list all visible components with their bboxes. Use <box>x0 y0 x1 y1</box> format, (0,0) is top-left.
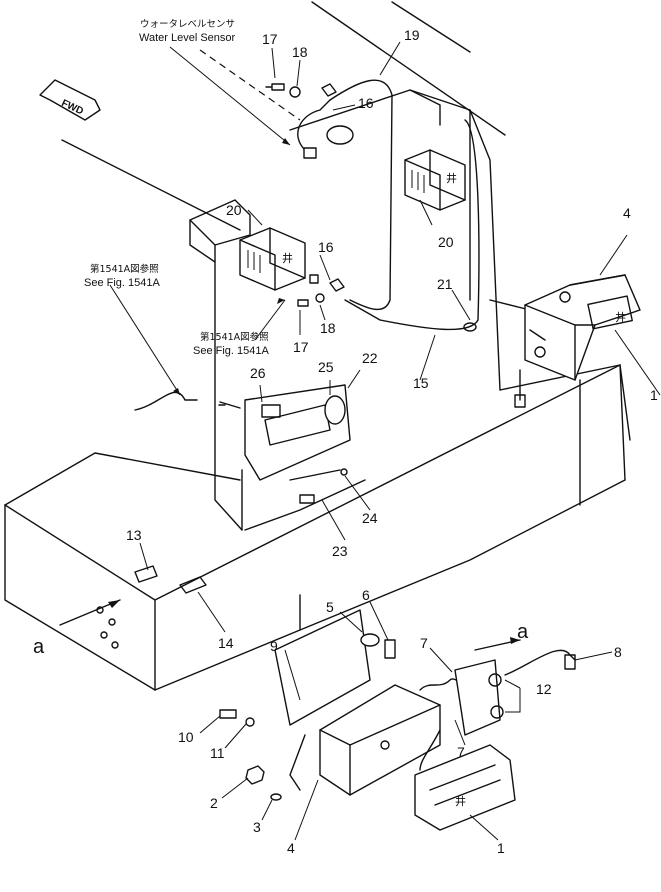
callout-1: 1 <box>497 840 505 856</box>
svg-text:井: 井 <box>446 171 457 185</box>
callout-8: 8 <box>614 644 622 660</box>
svg-text:井: 井 <box>282 251 293 265</box>
fwd-arrow: FWD <box>39 79 101 121</box>
grommet-26 <box>261 404 281 418</box>
harness-15 <box>344 119 480 331</box>
callout-13: 13 <box>126 527 142 543</box>
water-sensor-label-en: Water Level Sensor <box>139 32 236 44</box>
callout-14: 14 <box>218 635 234 651</box>
callout-4: 4 <box>287 840 295 856</box>
wing-bolt-14 <box>179 576 207 594</box>
view-mark-a: a <box>517 621 529 643</box>
callout-15: 15 <box>413 375 429 391</box>
lamp-25 <box>324 395 346 425</box>
water-level-sensor <box>326 125 354 145</box>
callout-17: 17 <box>293 339 309 355</box>
callout-23: 23 <box>332 543 348 559</box>
water-level-sensor-group <box>265 79 393 311</box>
lower-lamp-housing-4 <box>319 684 441 796</box>
washer-3 <box>270 793 282 801</box>
callout-11: 11 <box>210 745 225 761</box>
connector-20-right: 井 <box>404 149 466 211</box>
leader-lines <box>109 41 661 841</box>
callout-24: 24 <box>362 510 378 526</box>
callout-1: 1 <box>650 387 658 403</box>
callout-16: 16 <box>358 95 374 111</box>
water-sensor-label-jp: ウォータレベルセンサ <box>140 19 235 30</box>
callout-10: 10 <box>178 729 194 745</box>
bolt-13 <box>134 565 158 583</box>
callout-2: 2 <box>210 795 218 811</box>
callout-3: 3 <box>253 819 261 835</box>
callout-26: 26 <box>250 365 266 381</box>
callout-9: 9 <box>270 638 278 654</box>
washer-11 <box>245 717 255 727</box>
callout-4: 4 <box>623 205 631 221</box>
fig-ref-label-jp-2: 第1541A図参照 <box>200 331 269 343</box>
bolt-10 <box>219 709 237 719</box>
fig-ref-label-jp-1: 第1541A図参照 <box>90 263 159 275</box>
rear-frame-outline <box>4 1 631 691</box>
callout-18: 18 <box>320 320 336 336</box>
bolt-17-top <box>265 83 285 91</box>
callout-7: 7 <box>420 635 428 651</box>
harness-19 <box>329 79 393 311</box>
upper-rear-lamp: 井 <box>514 274 641 408</box>
callout-7: 7 <box>457 744 465 760</box>
side-fasteners <box>59 565 207 649</box>
callout-20: 20 <box>438 234 454 250</box>
fig-ref-label-en-1: See Fig. 1541A <box>84 277 160 289</box>
callout-16: 16 <box>318 239 334 255</box>
bolt-23 <box>299 494 315 504</box>
callout-17: 17 <box>262 31 278 47</box>
callout-25: 25 <box>318 359 334 375</box>
lens-1 <box>414 744 516 831</box>
callout-21: 21 <box>437 276 453 292</box>
nut-2 <box>245 765 265 785</box>
view-mark-a: a <box>33 636 45 658</box>
fig-ref-label-en-2: See Fig. 1541A <box>193 345 269 357</box>
callout-6: 6 <box>362 587 370 603</box>
bolt-6 <box>384 639 396 659</box>
connector-20-left: 井 <box>239 227 306 291</box>
svg-text:井: 井 <box>615 310 626 324</box>
callout-12: 12 <box>536 681 552 697</box>
callout-5: 5 <box>326 599 334 615</box>
cap-5 <box>360 633 380 647</box>
socket-plate <box>454 659 501 736</box>
callout-22: 22 <box>362 350 378 366</box>
callout-20: 20 <box>226 202 242 218</box>
callout-18: 18 <box>292 44 308 60</box>
callout-19: 19 <box>404 27 420 43</box>
svg-text:井: 井 <box>455 794 466 808</box>
bracket-22 <box>134 384 351 504</box>
